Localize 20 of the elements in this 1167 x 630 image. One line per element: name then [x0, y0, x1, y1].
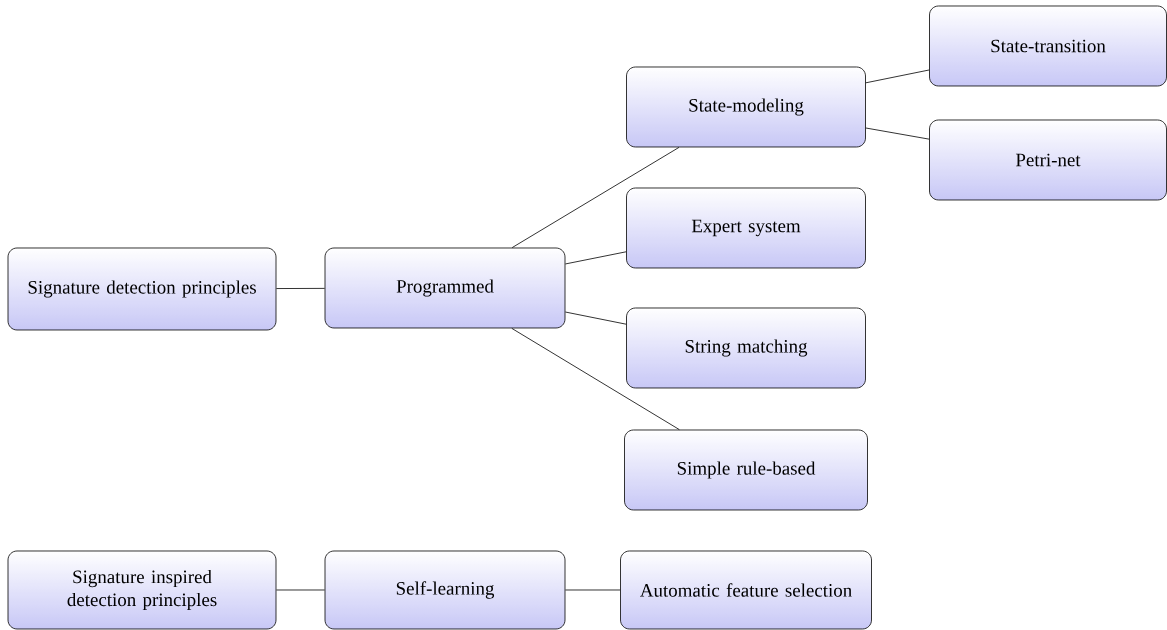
process-box: Expert system — [626, 187, 866, 269]
connector-line — [865, 69, 930, 84]
process-box: Petri-net — [929, 119, 1167, 201]
connector-line — [511, 147, 680, 248]
connector-line — [511, 328, 680, 430]
process-box: State-transition — [929, 5, 1167, 87]
process-box: Programmed — [324, 247, 566, 329]
process-box: Self-learning — [324, 550, 566, 630]
connector-line — [865, 127, 930, 140]
process-box: Signature inspired detection principles — [7, 550, 277, 630]
process-box: State-modeling — [626, 66, 866, 148]
connector-line — [276, 589, 325, 591]
connector-line — [565, 589, 621, 591]
connector-line — [565, 311, 627, 325]
process-box: Simple rule-based — [624, 429, 868, 511]
connector-line — [565, 251, 627, 265]
connector-line — [276, 288, 325, 289]
process-box: Signature detection principles — [7, 247, 277, 331]
process-box: Automatic feature selection — [620, 550, 872, 630]
process-box: String matching — [626, 307, 866, 389]
